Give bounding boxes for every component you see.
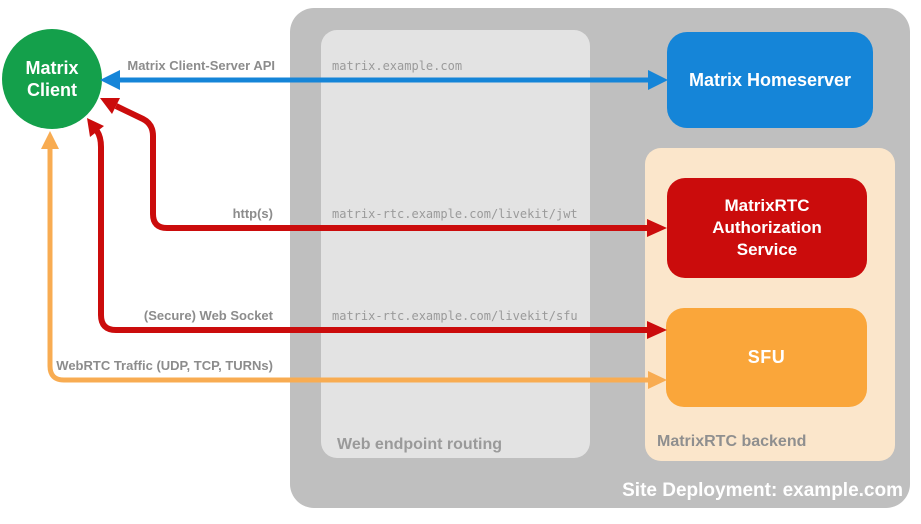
websocket-route-label: (Secure) Web Socket bbox=[143, 308, 273, 323]
webrtc-route-label: WebRTC Traffic (UDP, TCP, TURNs) bbox=[56, 358, 273, 373]
matrix-homeserver-label: Matrix Homeserver bbox=[688, 69, 852, 90]
matrixrtc-auth-service-label: MatrixRTC Authorization Service bbox=[712, 196, 822, 259]
matrixrtc-auth-service-node: MatrixRTC Authorization Service bbox=[667, 178, 867, 278]
web-endpoint-routing-container bbox=[321, 30, 590, 458]
matrix-client-label: Matrix Client bbox=[25, 58, 79, 100]
endpoint-livekit-sfu: matrix-rtc.example.com/livekit/sfu bbox=[332, 309, 578, 323]
matrix-client-node: Matrix Client bbox=[2, 29, 102, 129]
sfu-label: SFU bbox=[747, 347, 786, 367]
client-server-api-route-label: Matrix Client-Server API bbox=[127, 58, 275, 73]
endpoint-livekit-jwt: matrix-rtc.example.com/livekit/jwt bbox=[332, 207, 578, 221]
matrix-homeserver-node: Matrix Homeserver bbox=[667, 32, 873, 128]
arrowhead-to-client-icon bbox=[100, 98, 120, 114]
arrowhead-to-client-icon bbox=[41, 131, 59, 149]
matrixrtc-backend-caption: MatrixRTC backend bbox=[657, 433, 807, 450]
arrowhead-left-icon bbox=[100, 70, 120, 90]
site-deployment-caption: Site Deployment: example.com bbox=[622, 480, 903, 501]
web-endpoint-routing-caption: Web endpoint routing bbox=[337, 436, 503, 453]
endpoint-matrix-domain: matrix.example.com bbox=[332, 59, 463, 73]
sfu-node: SFU bbox=[666, 308, 867, 407]
arrowhead-to-client-icon bbox=[87, 118, 104, 137]
https-route-label: http(s) bbox=[232, 206, 273, 221]
